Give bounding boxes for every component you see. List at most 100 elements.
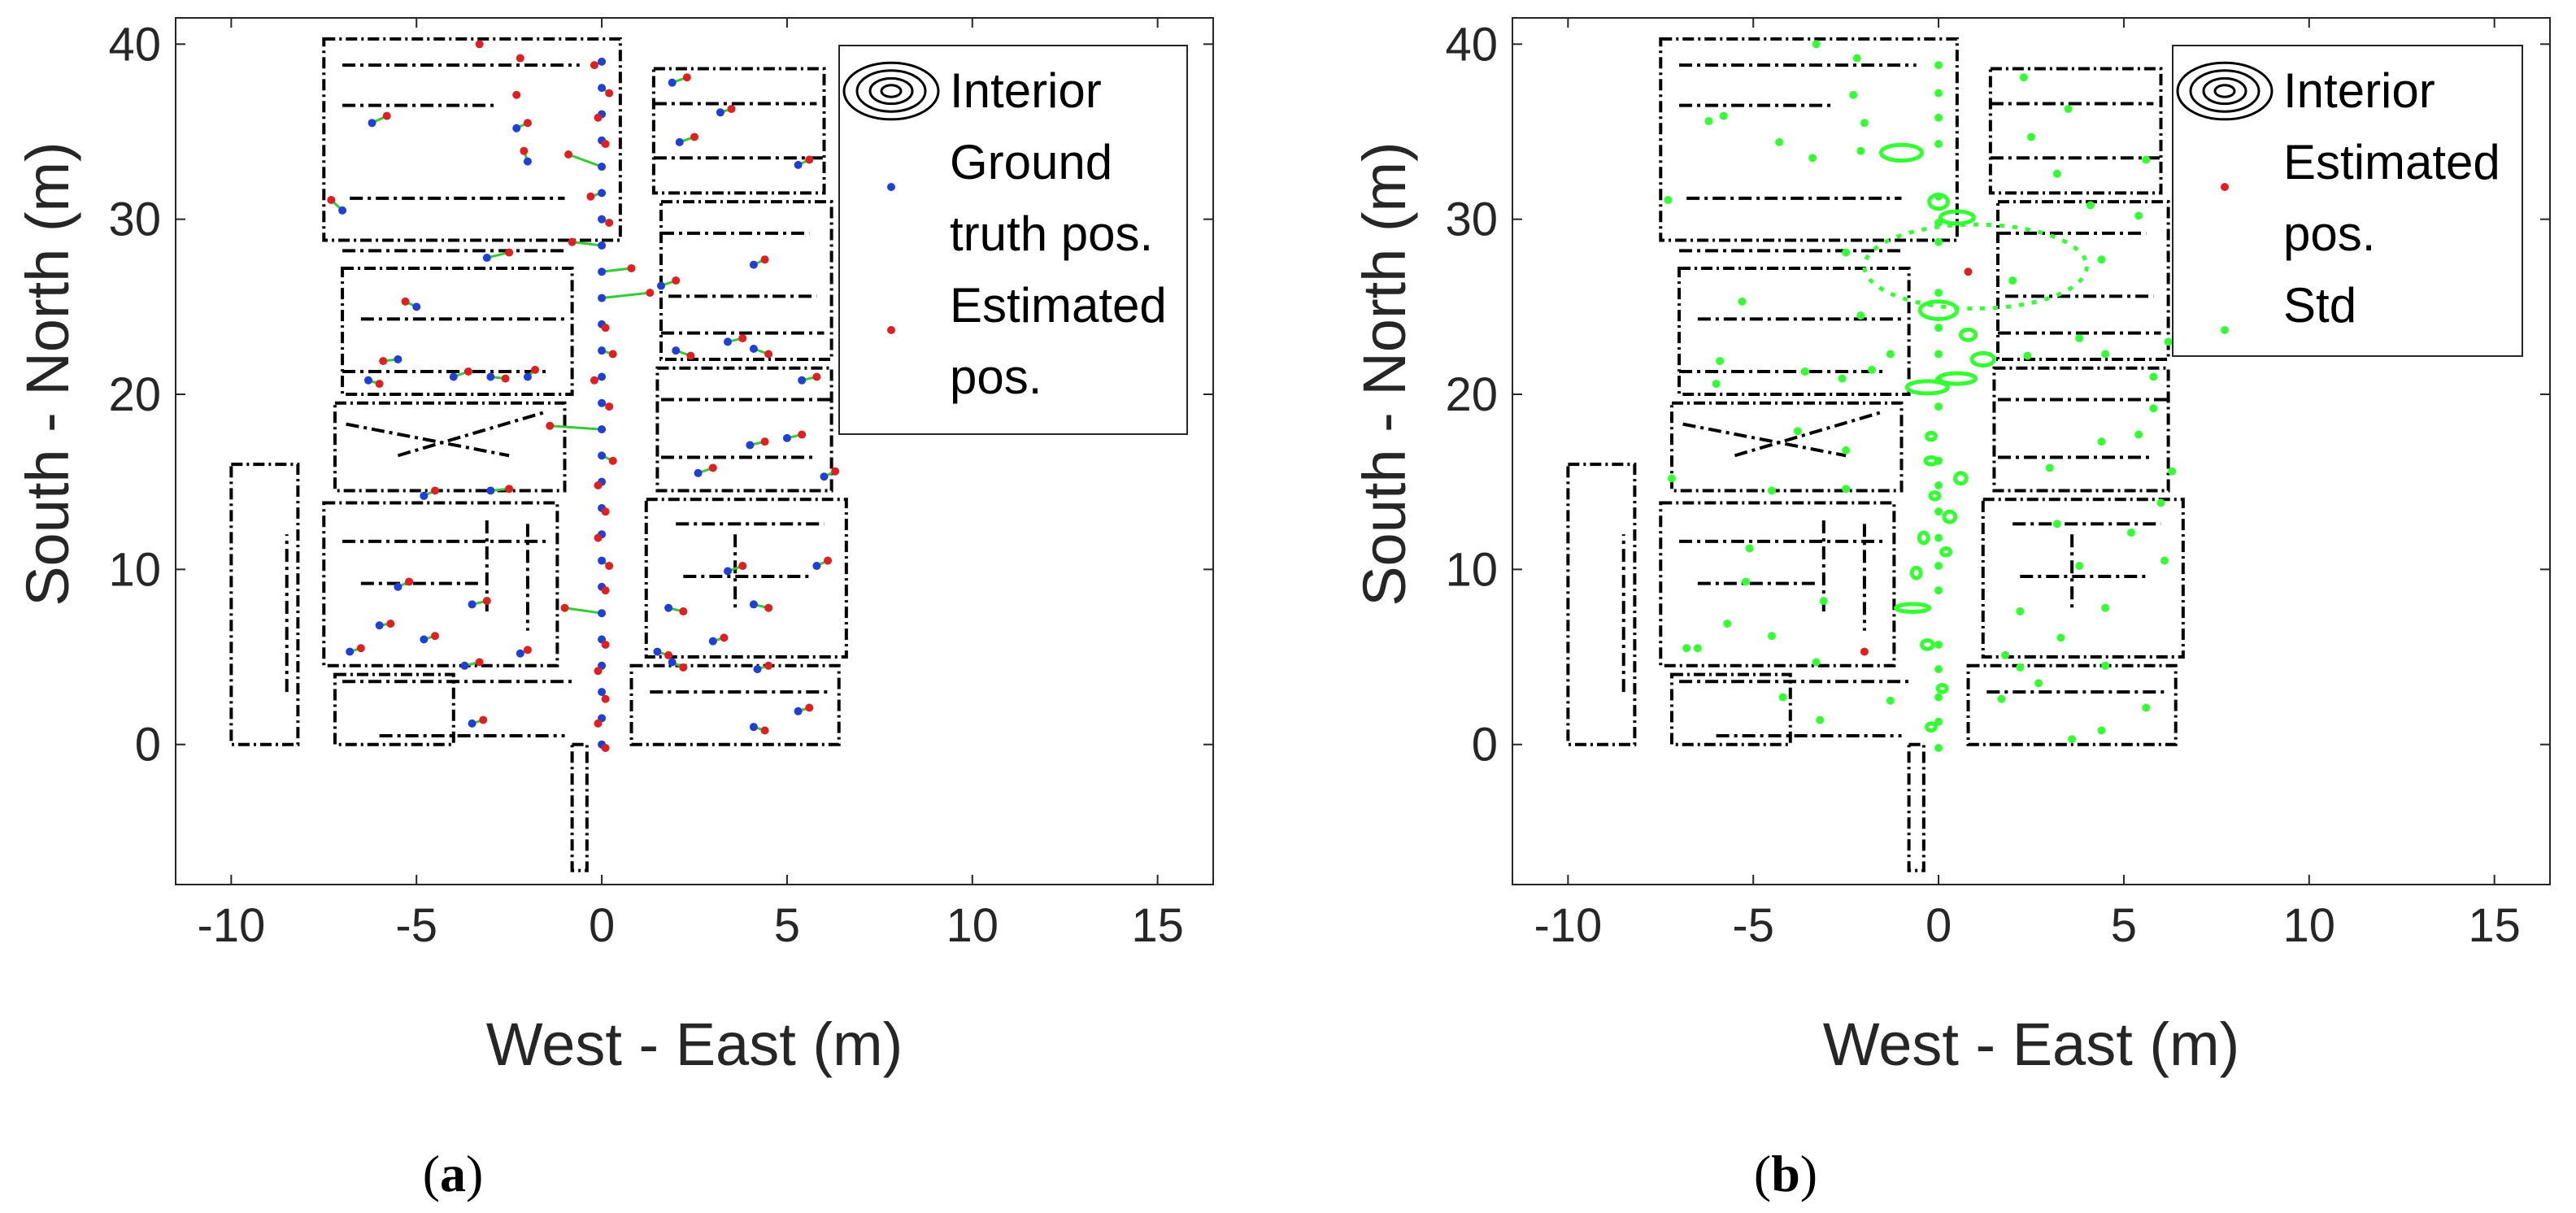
estimated-point	[679, 663, 688, 672]
y-tick-label: 30	[108, 193, 161, 246]
std-point	[1738, 297, 1747, 306]
legend-contour-icon	[2189, 69, 2261, 113]
ground-truth-point	[482, 254, 491, 263]
std-point	[1934, 89, 1943, 98]
std-point	[1934, 113, 1943, 122]
ground-truth-point	[668, 78, 677, 87]
std-point	[1934, 456, 1943, 465]
estimated-point	[479, 715, 488, 724]
x-tick-label: -10	[197, 899, 265, 952]
std-point	[1768, 632, 1776, 641]
interior-wall	[1659, 501, 1896, 667]
y-tick-label: 10	[108, 543, 161, 596]
legend-dot-icon	[887, 183, 895, 191]
std-point	[1934, 289, 1943, 298]
std-point	[1934, 402, 1943, 411]
y-tick-label: 40	[108, 18, 161, 71]
ground-truth-point	[598, 189, 607, 198]
ground-truth-point	[486, 486, 495, 495]
std-point	[2149, 404, 2158, 413]
std-point	[1886, 350, 1895, 359]
std-ellipse	[1904, 379, 1950, 396]
estimated-point	[664, 650, 673, 659]
estimated-point	[375, 380, 384, 389]
caption-b: (b)	[1754, 1145, 1817, 1202]
ground-truth-point	[368, 119, 376, 128]
std-point	[1778, 693, 1787, 702]
legend-label: Interior	[950, 63, 1102, 118]
ground-truth-point	[598, 163, 607, 172]
interior-wall	[651, 67, 826, 195]
interior-map-a	[229, 37, 848, 872]
data-marks-b	[1664, 40, 2177, 753]
std-point	[2001, 650, 2010, 659]
ground-truth-point	[653, 647, 662, 656]
estimated-point	[505, 485, 514, 493]
estimated-point	[601, 744, 610, 753]
legend-contour-icon	[2202, 76, 2247, 106]
std-point	[2075, 334, 2084, 343]
estimated-point	[601, 507, 610, 516]
std-point	[1934, 480, 1943, 489]
std-ellipse	[1942, 509, 1958, 524]
std-ellipse	[1939, 546, 1953, 558]
std-point	[2016, 663, 2025, 672]
std-point	[2142, 155, 2151, 164]
std-point	[1934, 192, 1943, 201]
std-ellipse	[1862, 222, 2089, 311]
std-point	[2097, 726, 2106, 735]
std-point	[2160, 556, 2169, 565]
ground-truth-point	[782, 433, 791, 442]
ground-truth-point	[708, 637, 717, 646]
estimated-point	[720, 633, 729, 642]
ground-truth-point	[753, 665, 762, 674]
ground-truth-point	[724, 337, 733, 346]
estimated-point	[679, 607, 688, 616]
estimated-point	[431, 486, 439, 495]
std-point	[1934, 744, 1943, 753]
estimated-point	[1860, 647, 1869, 656]
interior-wall	[322, 37, 622, 242]
ground-truth-point	[420, 635, 429, 644]
interior-wall	[333, 672, 455, 746]
std-point	[1716, 357, 1725, 366]
estimated-point	[523, 119, 532, 128]
std-point	[1793, 427, 1802, 436]
estimated-point	[627, 263, 636, 272]
y-tick-label: 40	[1445, 18, 1498, 71]
std-point	[2056, 633, 2065, 642]
legend-contour-icon	[868, 76, 914, 106]
ground-truth-point	[716, 108, 724, 117]
estimated-point	[501, 374, 510, 383]
ground-truth-point	[363, 376, 372, 385]
std-ellipse	[1938, 209, 1976, 226]
interior-wall	[1566, 463, 1637, 746]
ground-truth-point	[749, 345, 758, 354]
estimated-point	[1964, 267, 1973, 276]
ground-truth-point	[598, 267, 607, 276]
std-point	[1934, 693, 1943, 702]
std-point	[2064, 104, 2073, 113]
estimated-point	[401, 297, 410, 306]
legend-dot-icon	[2221, 183, 2229, 191]
ground-truth-point	[394, 354, 402, 363]
ground-truth-point	[460, 661, 469, 670]
interior-wall	[1677, 266, 1911, 397]
estimated-point	[764, 603, 773, 612]
std-ellipse	[1917, 530, 1930, 546]
estimated-point	[764, 661, 773, 670]
estimated-point	[805, 703, 814, 712]
estimated-point	[564, 150, 573, 159]
x-tick-label: 15	[2468, 899, 2521, 952]
estimated-point	[379, 357, 388, 366]
interior-wall	[1907, 742, 1925, 872]
std-ellipse	[1935, 682, 1949, 694]
legend-box	[2172, 45, 2523, 357]
estimated-point	[386, 620, 395, 628]
std-point	[1934, 140, 1943, 149]
